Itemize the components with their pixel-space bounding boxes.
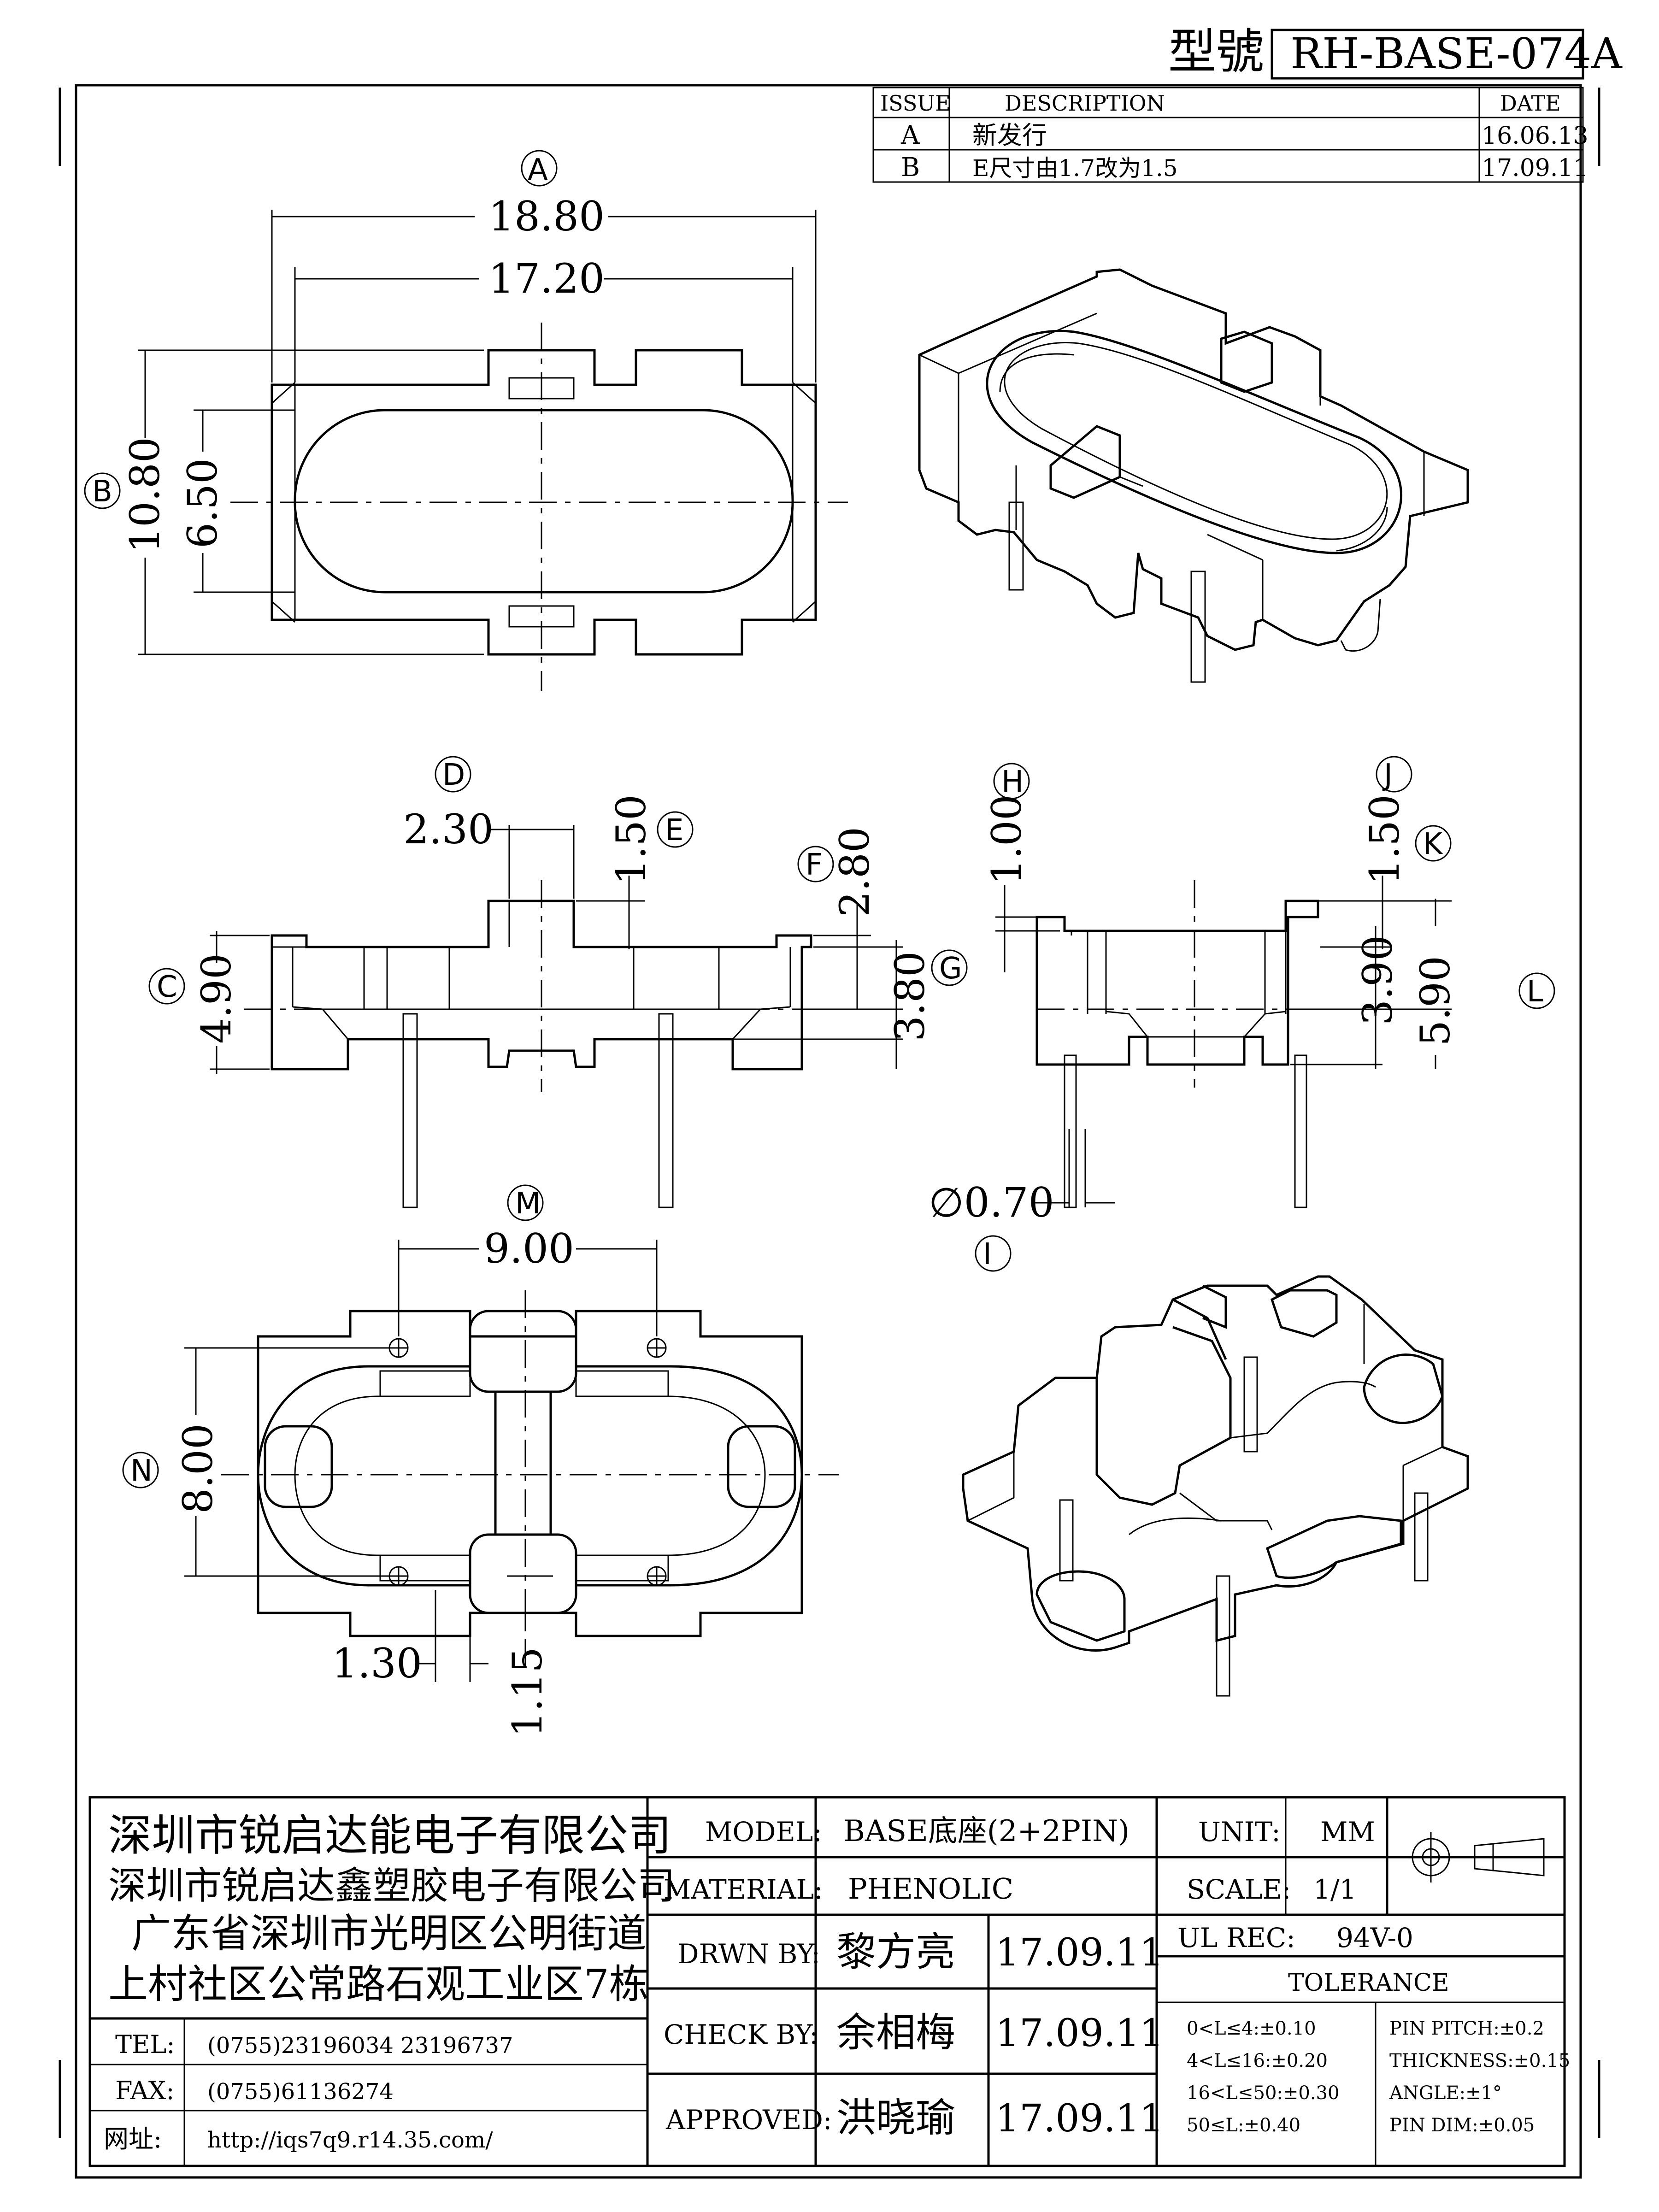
material-label: MATERIAL:	[664, 1874, 823, 1905]
projection-symbol	[1406, 1832, 1545, 1883]
model-number-label: 型號	[1168, 24, 1264, 80]
pin-hole-marks	[388, 1338, 667, 1586]
callout-m-label: M	[515, 1187, 541, 1221]
company-line-2: 深圳市锐启达鑫塑胶电子有限公司	[108, 1864, 675, 1908]
model-label: MODEL:	[705, 1816, 822, 1847]
dim-k: 3.90	[1354, 935, 1401, 1025]
dim-f: 2.80	[831, 827, 878, 917]
tolerance-left-2: 4<L≤16:±0.20	[1187, 2050, 1328, 2071]
unit-value: MM	[1320, 1816, 1375, 1847]
bottom-view: 9.00 M 8.00 N 1.30 1.15	[122, 1184, 839, 1737]
rev-row-b-date: 17.09.11	[1482, 154, 1588, 182]
approved-date: 17.09.11	[995, 2097, 1164, 2141]
ul-label: UL REC:	[1177, 1922, 1295, 1953]
isometric-view-bottom	[962, 1275, 1469, 1697]
dim-a-inner: 17.20	[488, 255, 605, 302]
dim-g: 3.80	[886, 951, 934, 1041]
callout-g-label: G	[939, 952, 962, 986]
tel-value: (0755)23196034 23196737	[207, 2033, 513, 2059]
approved-label: APPROVED:	[665, 2104, 832, 2136]
dim-e: 1.50	[607, 794, 655, 885]
checked-by: 余相梅	[836, 2010, 955, 2056]
scale-value: 1/1	[1313, 1874, 1356, 1905]
callout-b	[84, 472, 121, 509]
callout-h-label: H	[1001, 765, 1024, 799]
dim-pin-offset-y: 1.15	[504, 1647, 551, 1737]
rev-header-date: DATE	[1500, 91, 1561, 116]
callout-i-label: I	[983, 1237, 992, 1271]
callout-n-label: N	[130, 1454, 153, 1488]
title-block: 深圳市锐启达能电子有限公司 深圳市锐启达鑫塑胶电子有限公司 广东省深圳市光明区公…	[88, 1796, 1570, 2167]
callout-a	[521, 150, 558, 187]
check-label: CHECK BY:	[664, 2019, 818, 2050]
callout-f-label: F	[806, 848, 823, 882]
ul-value: 94V-0	[1336, 1922, 1413, 1953]
rev-row-a-description: 新发行	[972, 121, 1047, 150]
tolerance-right-1: PIN PITCH:±0.2	[1389, 2018, 1544, 2039]
scale-label: SCALE:	[1187, 1874, 1291, 1905]
fax-label: FAX:	[115, 2076, 174, 2105]
callout-b-label: B	[92, 475, 112, 509]
material-value: PHENOLIC	[848, 1872, 1013, 1906]
tolerance-left-3: 16<L≤50:±0.30	[1187, 2083, 1339, 2104]
web-label: 网址:	[104, 2124, 162, 2153]
rev-header-issue: ISSUE	[880, 91, 951, 116]
rev-row-b-issue: B	[901, 153, 920, 182]
part-number-header: 型號 RH-BASE-074A	[1168, 24, 1623, 80]
drawn-date: 17.09.11	[995, 1931, 1164, 1975]
tolerance-right-2: THICKNESS:±0.15	[1389, 2050, 1570, 2071]
callout-c-label: C	[157, 970, 177, 1004]
side-view: 1.00 H 1.50 J K 5.90 L 3.90 ∅0.70 I	[929, 756, 1555, 1272]
revision-table: ISSUE DESCRIPTION DATE A 新发行 16.06.13 B …	[872, 87, 1588, 183]
rev-row-a-issue: A	[900, 120, 920, 150]
dim-d: 2.30	[403, 806, 494, 853]
unit-label: UNIT:	[1198, 1816, 1281, 1847]
dim-m: 9.00	[484, 1225, 574, 1272]
dim-l: 5.90	[1412, 956, 1459, 1046]
callout-l-label: L	[1527, 975, 1543, 1009]
drawn-by: 黎方亮	[836, 1929, 955, 1975]
tolerance-right-3: ANGLE:±1°	[1389, 2083, 1502, 2104]
web-value: http://iqs7q9.r14.35.com/	[207, 2127, 493, 2153]
company-line-1: 深圳市锐启达能电子有限公司	[108, 1811, 671, 1861]
fax-value: (0755)61136274	[207, 2079, 394, 2105]
rev-header-description: DESCRIPTION	[1005, 91, 1165, 116]
tel-label: TEL:	[115, 2030, 175, 2059]
dim-b-inner: 6.50	[179, 458, 226, 548]
tolerance-label: TOLERANCE	[1288, 1969, 1449, 1997]
company-line-4: 上村社区公常路石观工业区7栋	[108, 1961, 649, 2007]
dim-h: 1.00	[983, 794, 1030, 885]
model-number-value: RH-BASE-074A	[1290, 29, 1623, 78]
isometric-view-top	[918, 268, 1469, 683]
front-view: 2.30 D 1.50 E 4.90 C 2.80 F 3.80 G	[148, 756, 968, 1208]
model-value: BASE底座(2+2PIN)	[843, 1814, 1130, 1848]
top-view: 18.80 17.20 A 10.80 6.50 B	[84, 150, 848, 691]
dim-a-outer: 18.80	[488, 193, 605, 240]
rev-row-b-description: E尺寸由1.7改为1.5	[972, 155, 1178, 182]
dim-pin-offset-x: 1.30	[332, 1640, 422, 1687]
rev-row-a-date: 16.06.13	[1482, 122, 1588, 150]
dim-j: 1.50	[1361, 794, 1408, 885]
check-date: 17.09.11	[995, 2012, 1164, 2055]
tolerance-right-4: PIN DIM:±0.05	[1389, 2115, 1535, 2136]
company-line-3: 广东省深圳市光明区公明街道	[131, 1911, 647, 1957]
dim-n: 8.00	[174, 1424, 222, 1514]
callout-a-label: A	[528, 153, 548, 187]
tolerance-left-4: 50≤L:±0.40	[1187, 2115, 1300, 2136]
callout-j-label: J	[1382, 758, 1393, 792]
callout-k-label: K	[1423, 827, 1443, 861]
callout-e-label: E	[665, 813, 683, 847]
approved-by: 洪晓瑜	[836, 2095, 955, 2141]
dim-b-outer: 10.80	[121, 437, 169, 553]
dim-c: 4.90	[193, 953, 240, 1044]
drawing-frame	[59, 84, 1600, 2179]
drawn-label: DRWN BY:	[677, 1938, 820, 1970]
dim-i: ∅0.70	[929, 1179, 1054, 1226]
callout-d-label: D	[442, 758, 465, 792]
tolerance-left-1: 0<L≤4:±0.10	[1187, 2018, 1316, 2039]
